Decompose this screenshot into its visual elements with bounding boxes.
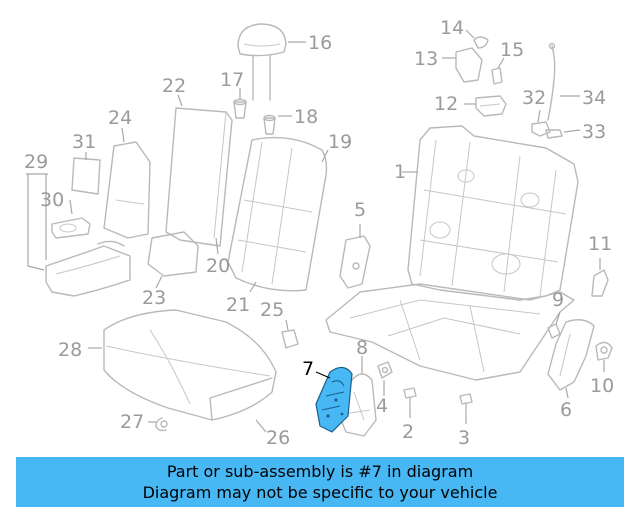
- leader-7: [315, 371, 331, 379]
- callout-17: 17: [220, 69, 244, 91]
- leader-19: [321, 149, 329, 163]
- bracket-part-5: [339, 235, 371, 289]
- knob-part-14: [473, 36, 489, 49]
- leader-22: [177, 94, 183, 107]
- seatback-cover-part-19: [227, 136, 328, 292]
- callout-28: 28: [58, 339, 82, 361]
- banner-line-disclaimer: Diagram may not be specific to your vehi…: [142, 483, 498, 502]
- leader-20: [215, 237, 219, 255]
- callout-11: 11: [588, 233, 612, 255]
- cap-part-10: [595, 341, 613, 361]
- headrest-guide-part-18: [263, 114, 276, 135]
- leader-32: [537, 109, 541, 123]
- cup-holder-part-30: [51, 217, 91, 239]
- bolt-part-33: [545, 129, 563, 139]
- callout-33: 33: [582, 121, 606, 143]
- side-bolster-part-24: [103, 141, 151, 239]
- leader-6: [565, 387, 569, 399]
- callout-22: 22: [162, 75, 186, 97]
- callout-19: 19: [328, 131, 352, 153]
- pad-part-23: [147, 231, 199, 277]
- bolt-part-2: [403, 387, 417, 411]
- leader-26: [255, 419, 267, 433]
- callout-31: 31: [72, 131, 96, 153]
- callout-9: 9: [552, 289, 564, 311]
- callout-3: 3: [458, 427, 470, 449]
- callout-30: 30: [40, 189, 64, 211]
- callout-4: 4: [376, 395, 388, 417]
- callout-1: 1: [394, 161, 406, 183]
- callout-25: 25: [260, 299, 284, 321]
- leader-24: [121, 127, 125, 143]
- cover-part-13: [455, 47, 483, 83]
- leader-9: [555, 311, 561, 325]
- callout-27: 27: [120, 411, 144, 433]
- callout-20: 20: [206, 255, 230, 277]
- bolt-part-3: [459, 393, 473, 419]
- seat-cushion-part-28: [103, 309, 277, 421]
- callout-26: 26: [266, 427, 290, 449]
- callout-8: 8: [356, 337, 368, 359]
- callout-7: 7: [302, 358, 314, 380]
- armrest-part-29: [45, 240, 131, 297]
- callout-2: 2: [402, 421, 414, 443]
- leader-21: [249, 281, 257, 293]
- callout-10: 10: [590, 375, 614, 397]
- callout-29: 29: [24, 151, 48, 173]
- callout-numbers: 16 17 18 22 19 24 31 29 30 20 23 21 25 2…: [24, 17, 614, 449]
- leader-33: [563, 129, 581, 133]
- leader-23: [155, 275, 163, 289]
- callout-34: 34: [582, 87, 606, 109]
- callout-23: 23: [142, 287, 166, 309]
- nut-part-4: [377, 361, 393, 379]
- banner-line-part-number: Part or sub-assembly is #7 in diagram: [166, 462, 474, 481]
- leader-29: [26, 173, 48, 271]
- panel-part-31: [71, 157, 101, 195]
- callout-18: 18: [294, 106, 318, 128]
- callout-15: 15: [500, 39, 524, 61]
- info-banner: Part or sub-assembly is #7 in diagram Di…: [16, 457, 624, 507]
- clip-part-15: [491, 67, 503, 85]
- parts-diagram: 16 17 18 22 19 24 31 29 30 20 23 21 25 2…: [24, 17, 614, 449]
- callout-6: 6: [560, 399, 572, 421]
- headrest-part-16: [237, 23, 287, 101]
- seatback-pad-part-22: [165, 107, 233, 247]
- callout-24: 24: [108, 107, 132, 129]
- cover-part-11: [591, 269, 609, 297]
- callout-21: 21: [226, 294, 250, 316]
- clip-part-27: [155, 417, 168, 432]
- seat-frame-part-1: [325, 125, 579, 381]
- callout-5: 5: [354, 199, 366, 221]
- callout-12: 12: [434, 93, 458, 115]
- headrest-guide-part-17: [233, 98, 247, 119]
- callout-14: 14: [440, 17, 464, 39]
- leader-25: [285, 319, 289, 331]
- callout-32: 32: [522, 87, 546, 109]
- leader-15: [497, 57, 505, 69]
- callout-13: 13: [414, 48, 438, 70]
- clip-part-25: [281, 329, 299, 349]
- latch-part-12: [475, 95, 507, 117]
- leader-30: [69, 199, 73, 215]
- highlighted-part-7[interactable]: [315, 366, 353, 433]
- trim-part-6: [547, 319, 595, 391]
- leader-14: [465, 29, 475, 39]
- strap-part-34: [547, 42, 556, 121]
- bracket-part-32: [531, 121, 551, 137]
- callout-16: 16: [308, 32, 332, 54]
